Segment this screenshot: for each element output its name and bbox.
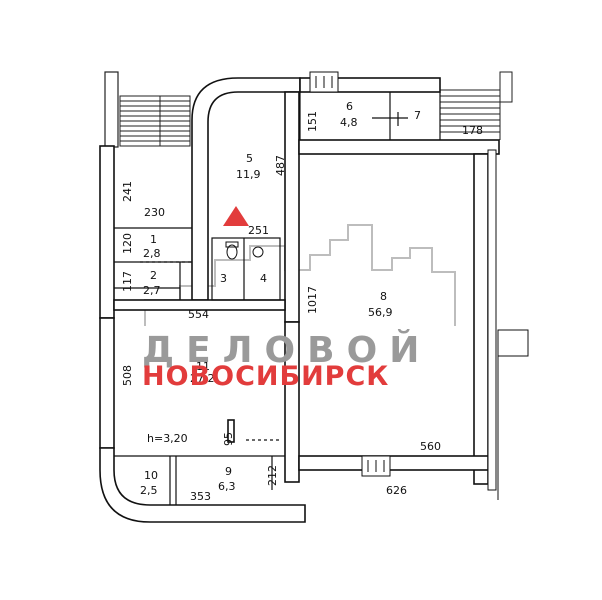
dim-626: 626 <box>386 484 407 497</box>
room-5-number: 5 <box>246 152 253 165</box>
room-7-number: 7 <box>414 109 421 122</box>
room-8-number: 8 <box>380 290 387 303</box>
fixtures <box>225 241 264 260</box>
dim-212: 212 <box>266 465 279 486</box>
sink-icon <box>252 246 264 258</box>
room-2-area: 2,7 <box>143 284 161 297</box>
room-1-area: 2,8 <box>143 247 161 260</box>
room-11-number: 11 <box>196 360 210 373</box>
watermark-line2: НОВОСИБИРСК <box>142 361 389 392</box>
dashed-lines <box>140 261 282 441</box>
logo-triangle <box>223 206 249 226</box>
dim-251: 251 <box>248 224 269 237</box>
stair-rail-left <box>104 71 119 148</box>
windows <box>309 71 529 500</box>
dim-120: 120 <box>121 233 134 254</box>
ceiling-height: h=3,20 <box>147 432 188 445</box>
watermark-line1: ДЕЛОВОЙ <box>142 329 431 371</box>
room-2-number: 2 <box>150 269 157 282</box>
room-9-area: 6,3 <box>218 480 236 493</box>
room-5-area: 11,9 <box>236 168 261 181</box>
room-4-number: 4 <box>260 272 267 285</box>
dim-117: 117 <box>121 271 134 292</box>
room-labels: 1 2,8 2 2,7 3 4 5 11,9 6 4,8 7 8 56,9 9 … <box>140 100 421 497</box>
dim-487: 487 <box>274 155 287 176</box>
dim-151: 151 <box>306 111 319 132</box>
walls <box>99 77 500 523</box>
stairs-top-right <box>440 71 513 140</box>
dim-230: 230 <box>144 206 165 219</box>
dim-508: 508 <box>121 365 134 386</box>
room-1-number: 1 <box>150 233 157 246</box>
stairs-top-left <box>119 95 191 147</box>
dim-353: 353 <box>190 490 211 503</box>
room-6-area: 4,8 <box>340 116 358 129</box>
dim-554: 554 <box>188 308 209 321</box>
dim-1017: 1017 <box>306 286 319 314</box>
room-10-area: 2,5 <box>140 484 158 497</box>
watermark-logo <box>144 206 456 326</box>
room-6-number: 6 <box>346 100 353 113</box>
dim-241: 241 <box>121 181 134 202</box>
dimension-labels: 241 230 120 117 554 508 487 251 151 178 … <box>121 111 483 503</box>
room-3-number: 3 <box>220 272 227 285</box>
toilet-icon <box>226 244 238 260</box>
dim-95: 95 <box>222 432 235 446</box>
room-10-number: 10 <box>144 469 158 482</box>
room-8-area: 56,9 <box>368 306 393 319</box>
room-9-number: 9 <box>225 465 232 478</box>
room-11-area: 27,2 <box>190 372 215 385</box>
dim-178: 178 <box>462 124 483 137</box>
dim-560: 560 <box>420 440 441 453</box>
skyline-outline <box>144 224 456 326</box>
